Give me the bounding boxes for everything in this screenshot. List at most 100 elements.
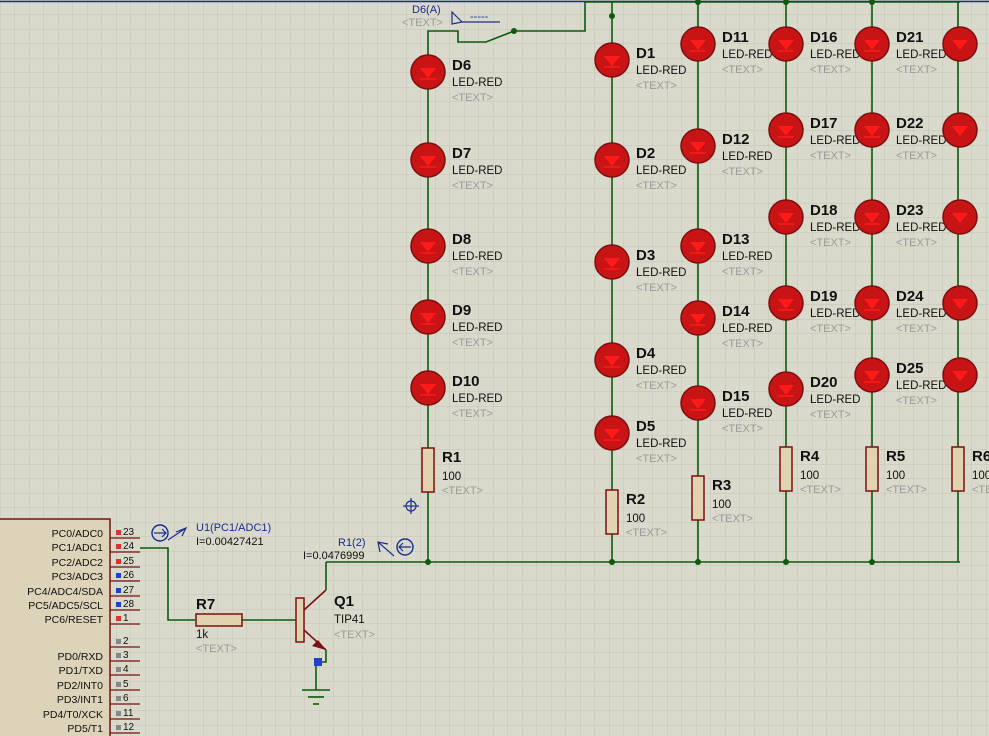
mcu-pin-number: 1 xyxy=(123,613,129,624)
led-text: <TEXT> xyxy=(452,92,493,104)
resistor-text: <TEXT> xyxy=(442,485,483,497)
ammeter-probe-icon xyxy=(396,538,414,556)
led-value: LED-RED xyxy=(896,308,946,320)
led-value: LED-RED xyxy=(452,251,502,263)
led-value: LED-RED xyxy=(722,323,772,335)
led-ref: D8 xyxy=(452,231,471,248)
led-text: <TEXT> xyxy=(722,64,763,76)
led-ref: D22 xyxy=(896,115,924,132)
led-ref: D4 xyxy=(636,345,656,362)
probe-u1[interactable]: U1(PC1/ADC1) I=0.00427421 xyxy=(151,522,271,548)
mcu-pin-number: 2 xyxy=(123,636,129,647)
mcu-pin-number: 23 xyxy=(123,527,135,538)
led-text: <TEXT> xyxy=(896,237,937,249)
mcu-pin[interactable]: 2 xyxy=(110,636,140,648)
probe-arrow-icon xyxy=(451,10,500,25)
mcu-pin-number: 28 xyxy=(123,599,135,610)
led-value: LED-RED xyxy=(896,135,946,147)
mcu-pin-name: PC3/ADC3 xyxy=(52,571,104,583)
led-value: LED-RED xyxy=(636,165,686,177)
led-value: LED-RED xyxy=(722,49,772,61)
led-ref: D10 xyxy=(452,373,480,390)
resistor-ref: R5 xyxy=(886,448,905,465)
led-partial[interactable] xyxy=(942,285,978,321)
led-text: <TEXT> xyxy=(452,337,493,349)
probe-u1-reading: I=0.00427421 xyxy=(196,536,264,548)
probe-d6-text: <TEXT> xyxy=(402,17,443,29)
led-text: <TEXT> xyxy=(810,237,851,249)
probe-r1[interactable]: R1(2) I=0.0476999 xyxy=(303,537,414,562)
led-value: LED-RED xyxy=(896,380,946,392)
led-text: <TEXT> xyxy=(896,150,937,162)
led-ref: D6 xyxy=(452,57,471,74)
led-value: LED-RED xyxy=(722,251,772,263)
led-ref: D15 xyxy=(722,388,750,405)
led-text: <TEXT> xyxy=(636,80,677,92)
led-text: <TEXT> xyxy=(636,180,677,192)
mcu-pin-number: 25 xyxy=(123,556,135,567)
transistor-q1[interactable]: Q1 TIP41 <TEXT> xyxy=(295,589,375,666)
led-value: LED-RED xyxy=(636,438,686,450)
wire-pc1-r7 xyxy=(140,547,195,621)
probe-d6[interactable]: D6(A) <TEXT> ----- xyxy=(402,4,500,29)
led-text: <TEXT> xyxy=(722,166,763,178)
mcu-pin-number: 24 xyxy=(123,541,135,552)
led-partial[interactable] xyxy=(942,112,978,148)
led-ref: D14 xyxy=(722,303,750,320)
led-partial[interactable] xyxy=(942,26,978,62)
led-ref: D12 xyxy=(722,131,750,148)
led-partial[interactable] xyxy=(942,357,978,393)
led-text: <TEXT> xyxy=(722,338,763,350)
resistor-text: <TEXT> xyxy=(712,513,753,525)
led-partial[interactable] xyxy=(942,199,978,235)
